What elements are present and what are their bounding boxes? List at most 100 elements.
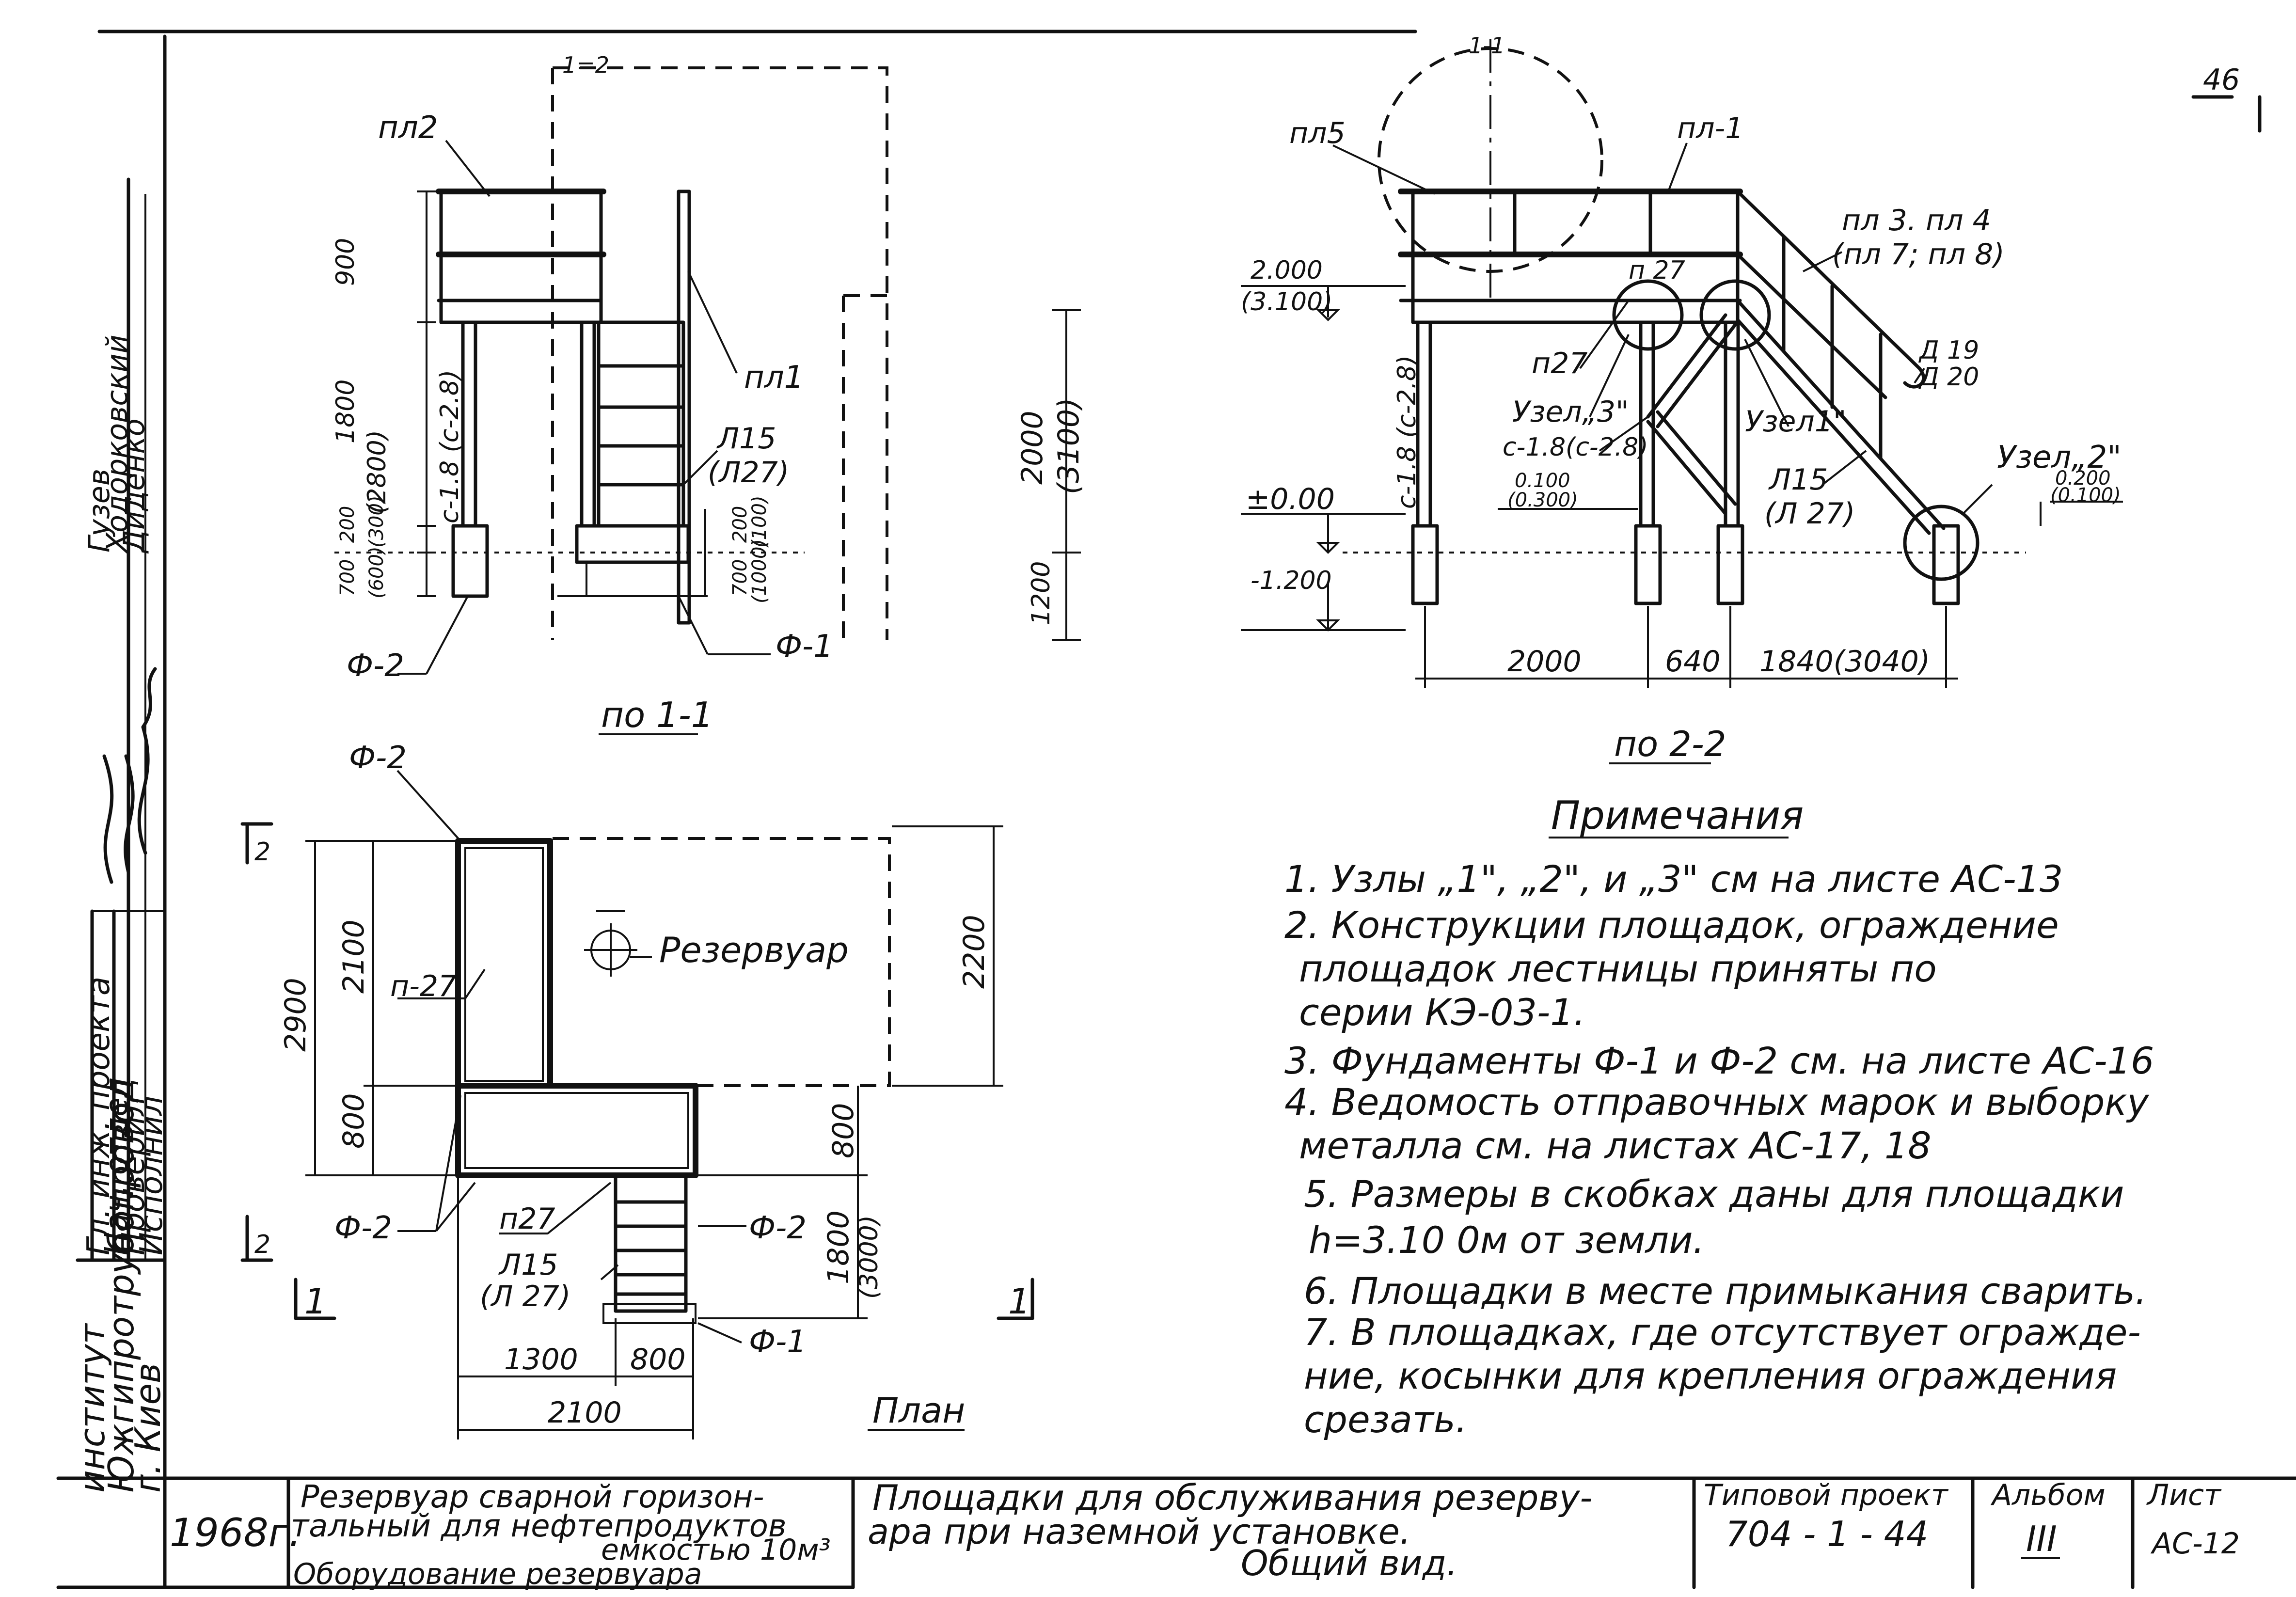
foundation-c	[1716, 524, 1744, 605]
svg-text:640: 640	[1665, 645, 1721, 679]
tb-sheet-no: АС-12	[2150, 1527, 2240, 1561]
svg-text:2000: 2000	[1015, 411, 1049, 485]
note-2b: площадок лестницы приняты по	[1299, 947, 1937, 990]
tank-dashed-outline	[551, 66, 888, 640]
plan-label-tank: Резервуар	[659, 930, 849, 970]
svg-text:1=2: 1=2	[562, 52, 609, 78]
label-pl7-pl8: (пл 7; пл 8)	[1832, 237, 2005, 271]
tb-year: 1968г.	[170, 1510, 301, 1555]
foundation-a	[1411, 524, 1439, 605]
stamp-signatures	[102, 667, 157, 884]
svg-text:1800: 1800	[331, 379, 360, 443]
svg-text:0.200: 0.200	[2055, 467, 2111, 490]
tb-drawing-2: ара при наземной установке.	[868, 1511, 1411, 1552]
plan-label-l15: Л15	[498, 1248, 558, 1282]
label-d20: Д 20	[1918, 363, 1979, 392]
tank-dashed-foundation	[842, 294, 887, 640]
tb-product-4: Оборудование резервуара	[293, 1557, 702, 1591]
stamp-row-3: Проверил	[116, 1096, 152, 1255]
label-pl3-pl4: пл 3. пл 4	[1842, 204, 1991, 237]
stair-rail-top	[1736, 190, 1921, 370]
note-7b: ние, косынки для крепления ограждения	[1304, 1354, 2117, 1397]
section-2-2: 1-1	[1241, 32, 2123, 764]
note-7c: срезать.	[1304, 1398, 1467, 1441]
title-block: 1968г. Резервуар сварной горизон- тальны…	[56, 1476, 2296, 1591]
tb-product-3: емкостью 10м³	[601, 1533, 831, 1567]
svg-text:800: 800	[630, 1343, 686, 1376]
foundation-f1	[575, 524, 690, 564]
column-right	[580, 320, 596, 528]
label-node-3: Узел„3"	[1512, 395, 1629, 429]
ladder-l15	[597, 320, 685, 528]
svg-text:1800: 1800	[822, 1210, 855, 1284]
label-l27: (Л27)	[708, 456, 789, 490]
stamp-row-4: Исполнил	[134, 1096, 170, 1255]
plan-title: План	[872, 1390, 965, 1431]
svg-text:800: 800	[826, 1103, 860, 1158]
plan-label-f1: Ф-1	[749, 1324, 807, 1360]
svg-text:2900: 2900	[279, 978, 313, 1052]
svg-text:-1.200: -1.200	[1251, 566, 1332, 595]
plan-label-p-27: п-27	[390, 969, 457, 1003]
svg-text:2000: 2000	[1507, 645, 1582, 679]
stamp-name-2: Ходорковский	[100, 334, 134, 554]
foundation-d	[1932, 524, 1960, 605]
section-1-1: 1=2	[331, 52, 1086, 735]
platform-upper	[455, 838, 553, 1089]
svg-text:(3100): (3100)	[1052, 397, 1086, 494]
stamp-institute-3: г. Киев	[127, 1363, 168, 1493]
stamp-name-3: Диденко	[117, 419, 151, 554]
svg-text:700: 700	[336, 559, 359, 596]
tb-sheet-label: Лист	[2146, 1478, 2222, 1512]
label-column: с-1.8 (с-2.8)	[435, 370, 464, 523]
tb-album-label: Альбом	[1990, 1478, 2106, 1512]
note-2a: 2. Конструкции площадок, ограждение	[1284, 903, 2059, 947]
tb-project-label: Типовой проект	[1704, 1478, 1949, 1512]
label-pl5: пл5	[1289, 116, 1346, 150]
label-l27-2: (Л 27)	[1764, 497, 1855, 531]
note-6: 6. Площадки в месте примыкания сварить.	[1304, 1269, 2147, 1312]
svg-text:2: 2	[254, 1230, 270, 1259]
svg-text:1: 1	[1008, 1281, 1030, 1322]
tb-project-no: 704 - 1 - 44	[1726, 1514, 1928, 1554]
note-7a: 7. В площадках, где отсутствует огражде-	[1304, 1311, 2141, 1354]
plan-label-l27: (Л 27)	[480, 1280, 570, 1313]
svg-text:2100: 2100	[337, 919, 371, 994]
svg-text:1300: 1300	[504, 1343, 578, 1376]
plan-label-f2-top: Ф-2	[349, 740, 407, 776]
svg-text:2200: 2200	[957, 915, 991, 989]
svg-text:900: 900	[331, 238, 360, 286]
plan-view: Ф-2 Ф-2 Ф-2 Ф-1 п-27 п27 Л15 (Л 27) Резе…	[240, 740, 1034, 1439]
tank-plan-dashed	[553, 837, 891, 1087]
node-1-circle	[1699, 279, 1771, 351]
tb-album-no: III	[2026, 1518, 2057, 1559]
label-p27-top: п 27	[1629, 256, 1685, 285]
label-f1: Ф-1	[776, 629, 833, 664]
svg-text:700: 700	[729, 559, 751, 596]
svg-text:2: 2	[254, 838, 270, 867]
label-column-2: с-1.8(с-2.8)	[1503, 433, 1648, 462]
note-4b: металла см. на листах АС-17, 18	[1299, 1124, 1932, 1167]
label-column-1: с-1.8 (с-2.8)	[1393, 355, 1422, 509]
svg-text:2.000: 2.000	[1251, 256, 1323, 285]
note-2c: серии КЭ-03-1.	[1299, 991, 1585, 1034]
tb-drawing-3: Общий вид.	[1241, 1543, 1457, 1583]
label-p27: п27	[1532, 347, 1588, 380]
foundation-f2	[451, 524, 489, 598]
label-node-2: Узел„2"	[1997, 440, 2122, 475]
svg-text:(0.300): (0.300)	[1507, 489, 1578, 511]
svg-text:1200: 1200	[1027, 561, 1056, 625]
label-node-1: Узел1"	[1745, 405, 1847, 439]
note-3: 3. Фундаменты Ф-1 и Ф-2 см. на листе АС-…	[1284, 1039, 2154, 1082]
svg-text:(3000): (3000)	[855, 1215, 884, 1299]
svg-text:(300): (300)	[365, 495, 388, 548]
stamp-institute-1: институт	[72, 1323, 112, 1493]
svg-text:(1000): (1000)	[748, 539, 771, 603]
svg-text:(3.100): (3.100)	[1241, 287, 1332, 316]
plan-label-f2-right: Ф-2	[749, 1210, 807, 1246]
svg-text:1: 1	[304, 1281, 327, 1322]
section-1-title: по 1-1	[601, 695, 713, 735]
tb-drawing-1: Площадки для обслуживания резерву-	[872, 1477, 1592, 1518]
svg-text:±0.00: ±0.00	[1246, 482, 1335, 516]
